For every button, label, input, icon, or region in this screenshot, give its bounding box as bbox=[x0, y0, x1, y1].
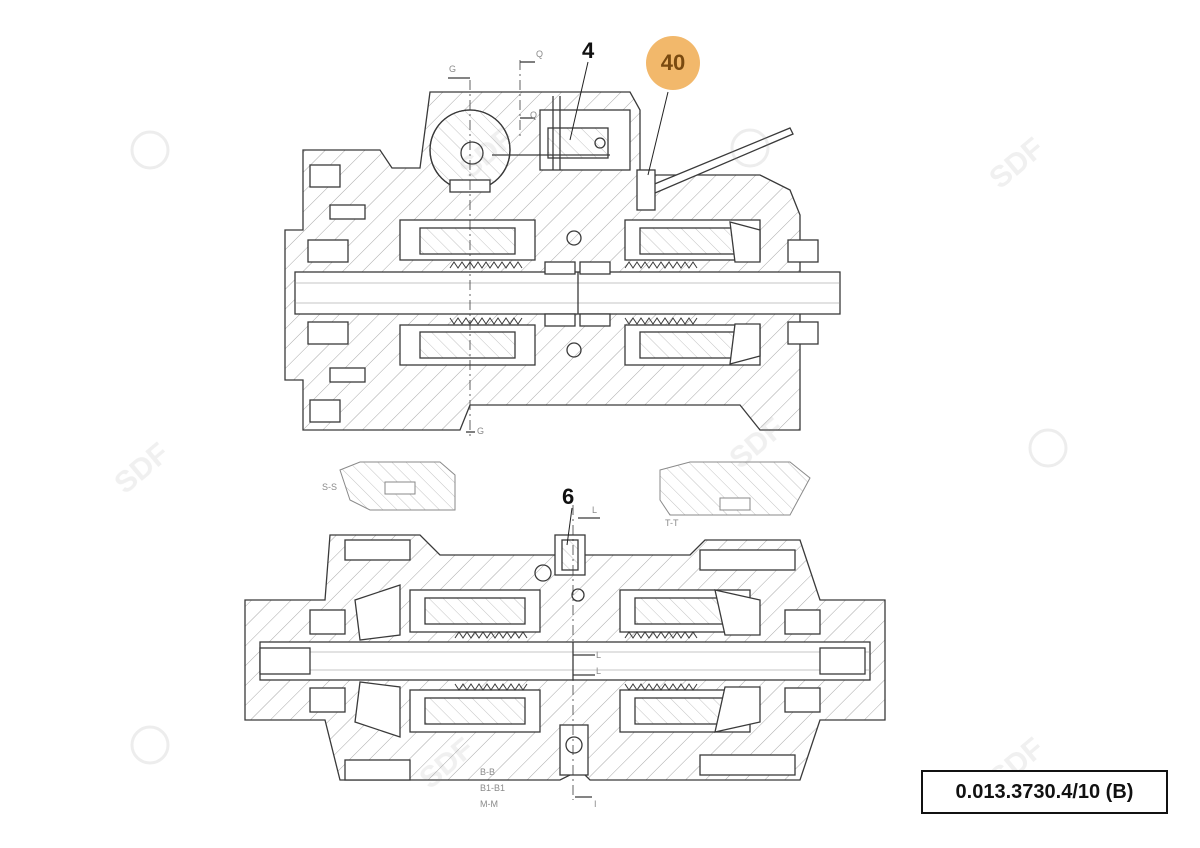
top-assembly bbox=[284, 60, 841, 440]
section-label-b-b: B-B bbox=[480, 767, 496, 777]
section-t-t bbox=[659, 461, 811, 516]
section-label-t-t: T-T bbox=[665, 518, 679, 528]
section-s-s bbox=[339, 461, 456, 511]
callout-6: 6 bbox=[562, 484, 575, 509]
section-label-l-top: L bbox=[592, 505, 598, 515]
watermark-logos bbox=[130, 128, 1068, 765]
watermark-text: SDF bbox=[108, 437, 175, 501]
callout-40-highlight[interactable]: 40 bbox=[646, 36, 700, 90]
watermark-text: SDF bbox=[983, 132, 1050, 196]
section-label-q-mid: Q bbox=[530, 110, 538, 120]
section-label-m-m: M-M bbox=[480, 799, 498, 809]
callout-4: 4 bbox=[582, 38, 595, 63]
section-label-b1-b1: B1-B1 bbox=[480, 783, 506, 793]
section-label-s-s: S-S bbox=[322, 482, 338, 492]
callout-40-label: 40 bbox=[660, 50, 686, 75]
section-label-l-mid: L bbox=[596, 650, 602, 660]
leader-lines bbox=[566, 61, 669, 546]
drawing-reference-text: 0.013.3730.4/10 (B) bbox=[955, 780, 1134, 803]
section-label-q-top: Q bbox=[536, 49, 544, 59]
section-label-l-low: L bbox=[596, 666, 602, 676]
section-label-g-bottom: G bbox=[477, 426, 485, 436]
section-label-g-top: G bbox=[449, 64, 457, 74]
drawing-reference-number: 0.013.3730.4/10 (B) bbox=[921, 770, 1168, 814]
bottom-assembly bbox=[244, 505, 886, 800]
section-label-i-bottom: I bbox=[594, 799, 597, 809]
